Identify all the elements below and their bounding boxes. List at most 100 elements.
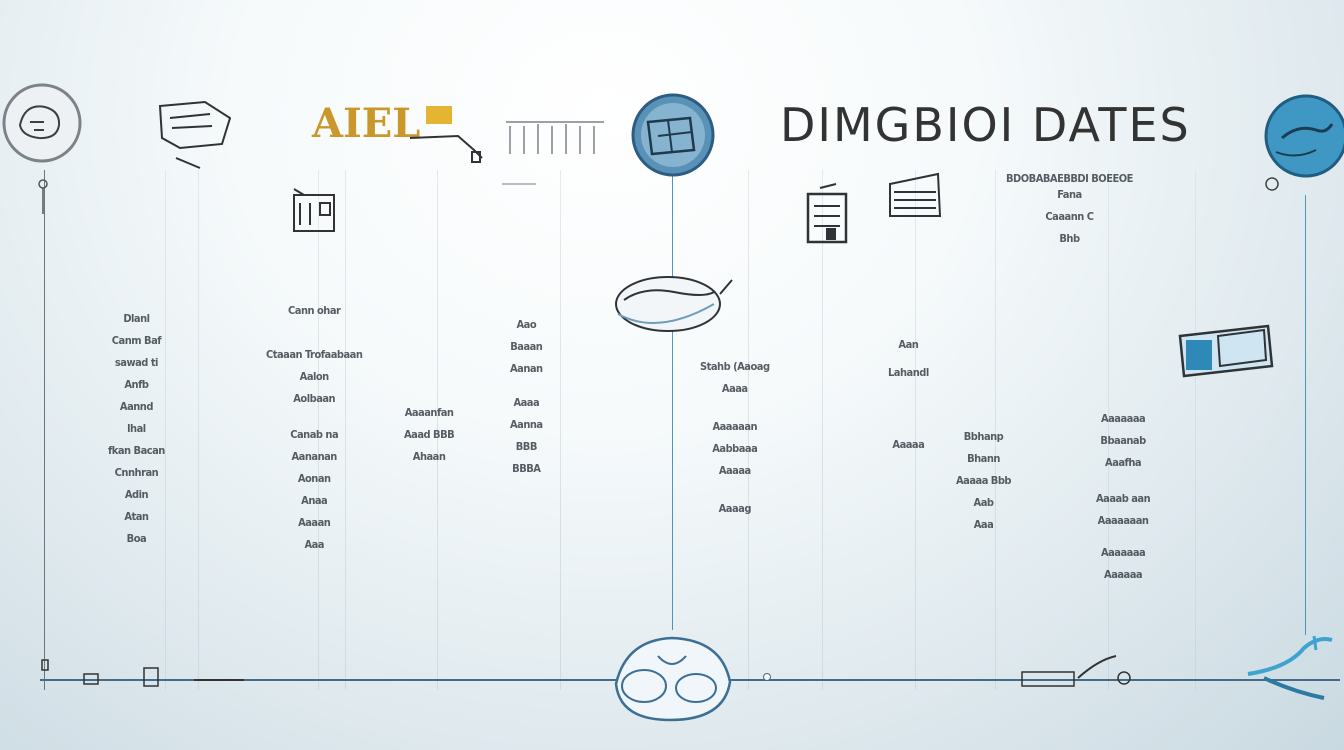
column-line: Baaan xyxy=(510,340,543,353)
column-line: lhal xyxy=(127,422,146,435)
column-line: Aaaag xyxy=(718,502,752,515)
text-column-4: Aao Baaan Aanan Aaaa Aanna BBB BBBA xyxy=(510,314,543,480)
column-line: Aaa xyxy=(973,518,994,531)
column-line: Anaa xyxy=(301,494,328,507)
cube-sketch-icon xyxy=(1178,324,1274,378)
timeline-guide-4 xyxy=(318,170,319,690)
robot-sketch-icon xyxy=(806,183,848,244)
column-line: Bhb xyxy=(1059,232,1080,245)
timeline-guide-7 xyxy=(560,170,561,690)
column-line: Aaa xyxy=(304,538,324,551)
column-line: Aao xyxy=(516,318,537,331)
column-line: Aabbaaa xyxy=(712,442,758,455)
text-column-3: Aaaanfan Aaad BBB Ahaan xyxy=(404,402,455,468)
axis-marker xyxy=(763,673,771,681)
mouse-sketch-icon xyxy=(615,276,733,332)
bottom-swoosh-icon xyxy=(1247,635,1333,700)
globe-circle-icon xyxy=(631,93,715,177)
sketch-clip-icon xyxy=(409,106,483,163)
column-line: Aaaa xyxy=(721,382,748,395)
column-line: Ahaan xyxy=(412,450,446,463)
timeline-guide-3 xyxy=(198,170,199,690)
column-line: Aaaa xyxy=(513,396,540,409)
column-line: Aaaanfan xyxy=(404,406,454,419)
timeline-guide-2 xyxy=(165,170,166,690)
page-title: DIMGBIOI DATES xyxy=(780,98,1191,152)
timeline-guide-8 xyxy=(748,170,749,690)
column-line: Aan xyxy=(898,338,919,351)
timeline-guide-9 xyxy=(822,170,823,690)
column-line: Aannd xyxy=(119,400,154,413)
section-title: AIEL xyxy=(312,100,421,147)
column-line: Fana xyxy=(1057,188,1082,201)
column-line: Atan xyxy=(124,510,149,523)
text-column-1: Dlanl Canm Baf sawad ti Anfb Aannd lhal … xyxy=(108,308,165,550)
column-line: Aaaaaaa xyxy=(1100,546,1146,559)
column-line: Aaaaa Bbb xyxy=(956,474,1012,487)
column-line: Aaad BBB xyxy=(404,428,455,441)
column-line: Lahandl xyxy=(888,366,929,379)
column-line: Aaaaa xyxy=(892,438,925,451)
bottom-glyphs-left xyxy=(41,659,244,687)
column-line: Cann ohar xyxy=(288,304,341,317)
column-line: Aolbaan xyxy=(293,392,336,405)
column-line: BBBA xyxy=(512,462,541,475)
text-column-5: Stahb (Aaoag Aaaa Aaaaaan Aabbaaa Aaaaa … xyxy=(700,330,770,520)
column-line: Dlanl xyxy=(123,312,150,325)
timeline-guide-right xyxy=(1305,195,1306,635)
column-line: Ctaaan Trofaabaan xyxy=(266,348,363,361)
column-line: Adin xyxy=(124,488,149,501)
timeline-guide-center xyxy=(672,175,673,630)
column-line: Bbhanp xyxy=(963,430,1004,443)
column-line: Aaaaaan xyxy=(712,420,758,433)
text-column-8: Aaaaaaa Bbaanab Aaafha Aaaab aan Aaaaaaa… xyxy=(1096,408,1151,586)
column-line: Stahb (Aaoag xyxy=(700,360,770,373)
timeline-guide-11 xyxy=(995,170,996,690)
column-line: Canab na xyxy=(290,428,339,441)
timeline-guide-6 xyxy=(437,170,438,690)
timeline-guide-5 xyxy=(345,170,346,690)
column-line: Aanan xyxy=(510,362,543,375)
column-line: Cnnhran xyxy=(114,466,159,479)
column-line: Aananan xyxy=(291,450,338,463)
column-line: Anfb xyxy=(124,378,149,391)
column-line: Aaafha xyxy=(1105,456,1142,469)
column-line: Aaaab aan xyxy=(1096,492,1151,505)
column-line: Caaann C xyxy=(1045,210,1094,223)
column-line: fkan Bacan xyxy=(108,444,165,457)
orb-icon xyxy=(1264,94,1344,191)
bottom-glyphs-right xyxy=(1021,655,1131,687)
stack-sketch-icon xyxy=(889,172,942,217)
column-line: Aaaaaaa xyxy=(1100,412,1146,425)
column-line: Aaaaaaan xyxy=(1097,514,1149,527)
faded-label-icon xyxy=(502,121,604,185)
column-line: Aab xyxy=(973,496,994,509)
face-circle-icon xyxy=(2,83,82,163)
column-line: Canm Baf xyxy=(111,334,162,347)
column-line: Bhann xyxy=(967,452,1000,465)
column-line: Aanna xyxy=(510,418,543,431)
timeline-guide-10 xyxy=(915,170,916,690)
column-line: Aonan xyxy=(297,472,331,485)
pin-icon xyxy=(38,179,48,214)
bottom-hub-icon xyxy=(614,636,732,722)
column-line: BBB xyxy=(515,440,538,453)
timeline-guide-13 xyxy=(1195,170,1196,690)
sketch-book-icon xyxy=(293,188,335,232)
column-line: Aaaaa xyxy=(718,464,751,477)
text-column-6: Aan Lahandl Aaaaa xyxy=(888,334,929,456)
column-line: Aaaaaa xyxy=(1104,568,1143,581)
column-line: Aaaan xyxy=(298,516,331,529)
text-column-9: BDOBABAEBBDI BOEEOE Fana Caaann C Bhb xyxy=(1006,168,1133,250)
column-line: sawad ti xyxy=(114,356,159,369)
column-line: BDOBABAEBBDI BOEEOE xyxy=(1006,172,1133,185)
column-line: Bbaanab xyxy=(1100,434,1146,447)
column-line: Boa xyxy=(126,532,147,545)
sketch-device-icon xyxy=(158,100,232,169)
timeline-guide-12 xyxy=(1108,170,1109,690)
text-column-7: Bbhanp Bhann Aaaaa Bbb Aab Aaa xyxy=(956,426,1012,536)
text-column-2: Cann ohar Ctaaan Trofaabaan Aalon Aolbaa… xyxy=(266,300,363,556)
column-line: Aalon xyxy=(299,370,330,383)
timeline-guide-1 xyxy=(44,170,45,690)
